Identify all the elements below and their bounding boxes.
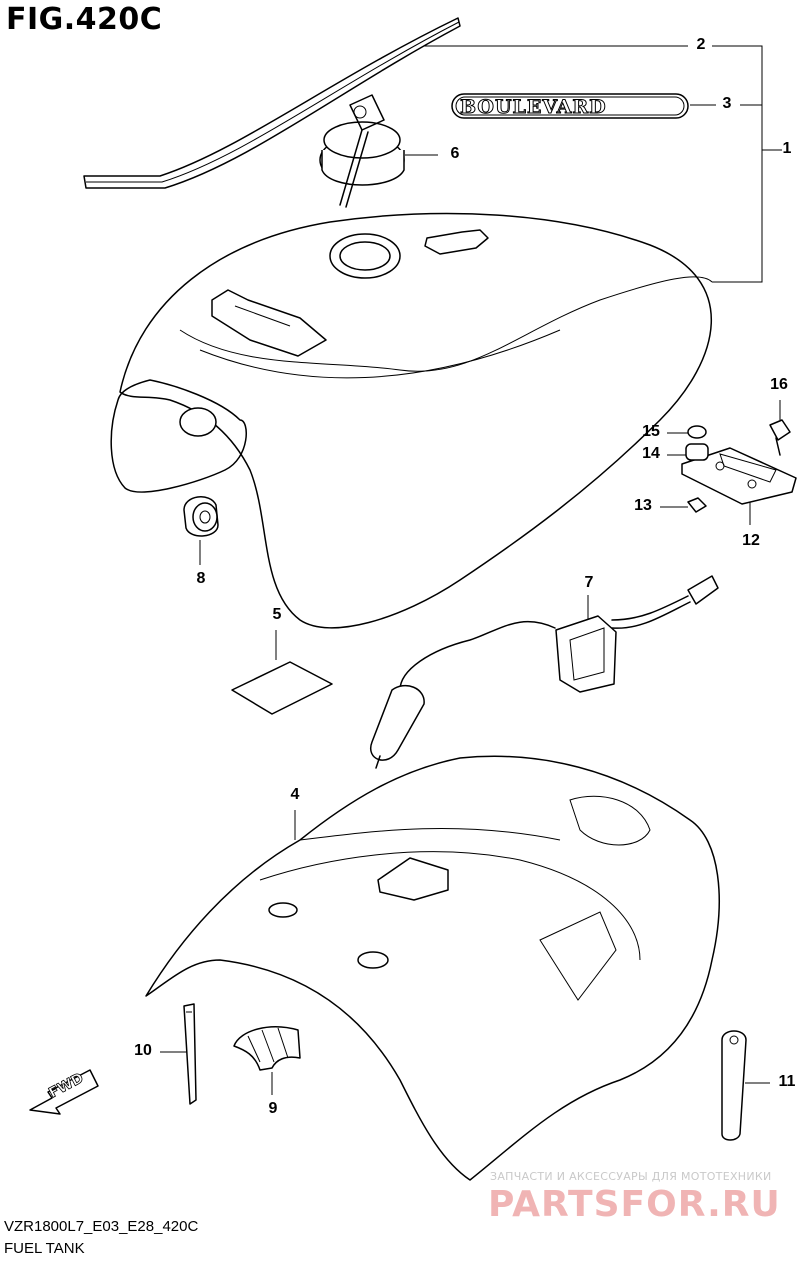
strap-part-11 [721,1030,747,1141]
callout-1: 1 [782,140,792,157]
figure-name: FUEL TANK [4,1240,85,1257]
nut-part-13 [687,497,707,513]
bolt-part-16 [769,419,791,456]
callout-13: 13 [634,497,652,514]
callout-9: 9 [268,1100,278,1117]
fuel-cap-part-6 [319,94,405,208]
fuel-sender-part-7 [369,575,719,769]
trim-strip-part-2 [83,17,461,189]
callout-12: 12 [742,532,760,549]
tank-cover-part-4 [145,755,720,1181]
boulevard-emblem-part-3: BOULEVARD [451,93,689,119]
figure-code: VZR1800L7_E03_E28_420C [4,1218,199,1235]
label-sheet-part-5 [231,661,333,715]
cable-tie-part-10 [183,1003,197,1105]
emblem-text: BOULEVARD [460,96,607,118]
grommet-part-8 [183,496,219,537]
callout-3: 3 [722,95,732,112]
watermark-tagline: ЗАПЧАСТИ И АКСЕССУАРЫ ДЛЯ МОТОТЕХНИКИ [490,1170,772,1183]
forward-arrow-icon: FWD [29,1069,99,1115]
clamp-part-9 [233,1026,301,1071]
callout-15: 15 [642,423,660,440]
callout-4: 4 [290,786,300,803]
callout-2: 2 [696,36,706,53]
figure-title: FIG.420C [6,2,163,37]
callout-7: 7 [584,574,594,591]
watermark-brand: PARTSFOR.RU [488,1184,781,1225]
callout-11: 11 [778,1073,796,1090]
cushion-part-14 [685,443,709,461]
callout-6: 6 [450,145,460,162]
callout-10: 10 [134,1042,152,1059]
callout-5: 5 [272,606,282,623]
fuel-tank-part-1 [110,212,713,629]
collar-part-15 [687,425,707,439]
bracket-part-12 [681,447,797,505]
callout-14: 14 [642,445,660,462]
leader-lines [160,45,782,1095]
callout-8: 8 [196,570,206,587]
callout-16: 16 [770,376,788,393]
